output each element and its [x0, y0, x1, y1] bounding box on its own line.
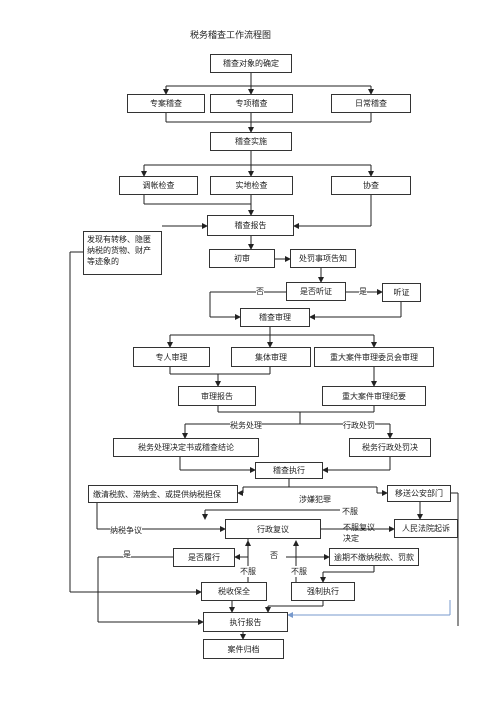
node-admin-penalty-decision: 税务行政处罚决 — [349, 438, 431, 457]
node-case-filing: 案件归档 — [203, 639, 284, 659]
node-audit-implementation: 稽查实施 — [210, 132, 292, 151]
node-audit-execution: 稽查执行 — [255, 462, 323, 479]
node-audit-review: 稽查审理 — [240, 308, 310, 327]
node-audit-target: 稽查对象的确定 — [210, 54, 292, 73]
node-single-review: 专人审理 — [133, 347, 210, 367]
node-tax-preservation: 税收保全 — [201, 582, 267, 601]
node-penalty-notice: 处罚事项告知 — [290, 249, 356, 268]
label-not-accept-3: 不服 — [291, 566, 307, 577]
label-not-accept-review: 不服复议决定 — [343, 523, 375, 543]
node-audit-report: 稽查报告 — [207, 215, 294, 236]
label-not-accept-1: 不服 — [342, 506, 358, 517]
label-not-accept-2: 不服 — [240, 566, 256, 577]
label-admin-penalty: 行政处罚 — [343, 420, 375, 431]
node-whether-comply: 是否履行 — [173, 548, 235, 567]
label-yes-hearing: 是 — [359, 286, 367, 297]
node-special-case-audit: 专案稽查 — [127, 94, 205, 113]
page-title: 税务稽查工作流程图 — [190, 31, 272, 41]
node-assist-check: 协查 — [331, 176, 411, 195]
node-onsite-check: 实地检查 — [210, 176, 293, 195]
node-special-item-audit: 专项稽查 — [210, 94, 293, 113]
node-tax-decision: 税务处理决定书或稽查结论 — [113, 438, 259, 457]
node-account-check: 调帐检查 — [119, 176, 198, 195]
node-collective-review: 集体审理 — [231, 347, 311, 367]
node-transfer-police: 移送公安部门 — [387, 485, 451, 502]
node-hearing: 听证 — [382, 283, 421, 302]
node-admin-review: 行政复议 — [225, 519, 321, 539]
label-suspected-crime: 涉嫌犯罪 — [299, 494, 331, 505]
label-tax-handling: 税务处理 — [230, 420, 262, 431]
label-no-comply: 否 — [270, 550, 278, 561]
label-yes-comply: 是 — [123, 549, 131, 560]
label-tax-dispute: 纳税争议 — [110, 525, 142, 536]
node-execution-report: 执行报告 — [203, 612, 288, 632]
node-pay-taxes: 缴清税款、滞纳金、或提供纳税担保 — [88, 485, 238, 503]
node-overdue-payment: 逾期不缴纳税款、罚款 — [329, 548, 419, 566]
label-no-hearing: 否 — [256, 286, 264, 297]
node-side-note-transfer: 发现有转移、隐匿纳税的货物、财产等迹象的 — [83, 231, 162, 275]
node-hearing-decision: 是否听证 — [286, 282, 346, 301]
node-daily-audit: 日常稽查 — [331, 94, 411, 113]
node-enforcement: 强制执行 — [291, 582, 355, 601]
node-court-suit: 人民法院起诉 — [394, 519, 458, 538]
node-preliminary-review: 初审 — [209, 249, 275, 268]
node-major-case-committee-review: 重大案件审理委员会审理 — [314, 347, 434, 367]
node-major-case-minutes: 重大案件审理纪要 — [322, 386, 426, 406]
node-review-report: 审理报告 — [178, 386, 256, 406]
